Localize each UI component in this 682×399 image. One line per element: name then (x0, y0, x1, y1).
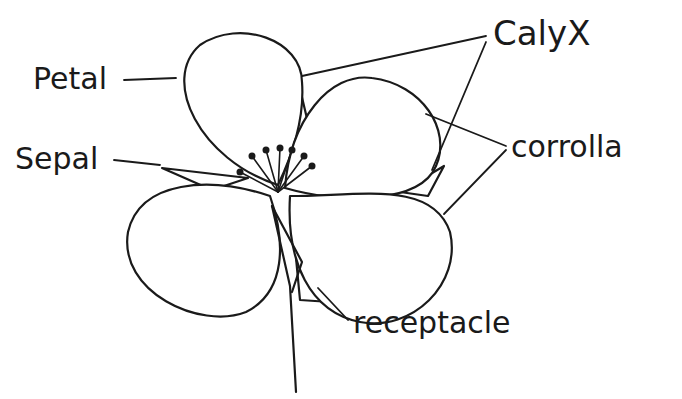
stem (272, 206, 296, 392)
petal-shape (184, 33, 302, 185)
part-label: corrolla (508, 130, 626, 164)
leader-lines (114, 36, 506, 320)
receptacle-shape (272, 206, 302, 292)
anthers (237, 145, 316, 176)
petal-shape (290, 194, 452, 324)
petal-shape (127, 185, 280, 317)
part-label: receptacle (350, 306, 514, 340)
petal-shape (285, 77, 440, 198)
part-label: Petal (30, 62, 110, 96)
part-label: Sepal (12, 142, 101, 176)
part-label: CalyX (490, 14, 593, 52)
stamens (240, 148, 312, 192)
